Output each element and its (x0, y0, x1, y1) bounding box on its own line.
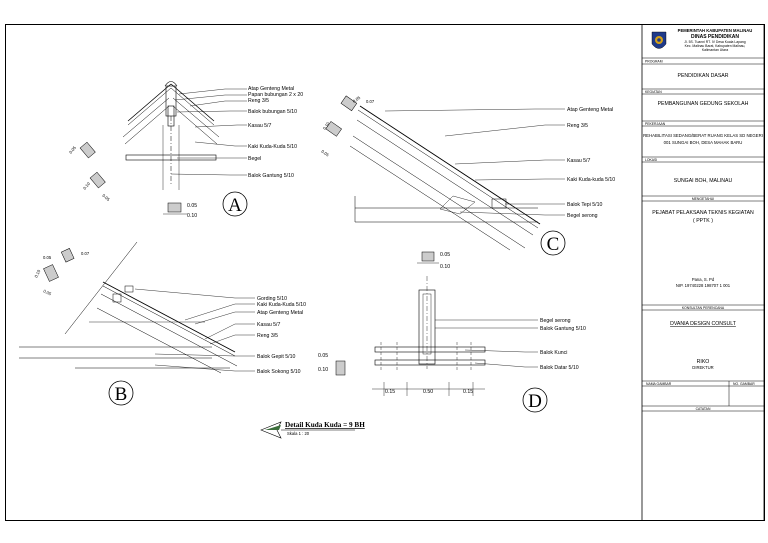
label-a-1: Papan bubungan 2 x 20 (248, 92, 303, 98)
c-sec-d: 0.05 (320, 149, 330, 158)
marker-a: A (228, 195, 242, 216)
lokasi-header: LOKASI (645, 158, 657, 162)
pejabat-line2: ( PPTK ) (693, 218, 713, 224)
pejabat-line1: PEJABAT PELAKSANA TEKNIS KEGIATAN (652, 210, 754, 216)
pejabat-name: Pana, S. Pd (692, 277, 715, 282)
a-sec-b: 0.10 (82, 181, 92, 191)
label-c-4: Balok Tepi 5/10 (567, 202, 602, 208)
a-dim1: 0.05 (187, 203, 197, 209)
konsultan-value: DVANIA DESIGN CONSULT (670, 321, 737, 327)
label-a-7: Balok Gantung 5/10 (248, 173, 294, 179)
address-line3: Kalimantan Utara (702, 48, 728, 52)
marker-c: C (547, 234, 560, 255)
detail-scale: Skala 1 : 20 (287, 431, 310, 436)
label-d-1: Balok Gantung 5/10 (540, 326, 586, 332)
sheet-border (5, 24, 765, 521)
label-a-5: Kaki Kuda-Kuda 5/10 (248, 144, 297, 150)
label-c-1: Reng 3/5 (567, 123, 588, 129)
d-dim-left: 0.15 (385, 389, 395, 395)
label-a-6: Begel (248, 156, 261, 162)
label-d-0: Begel serong (540, 318, 571, 324)
c-sec-b: 0.07 (366, 99, 375, 104)
a-sec-a: 0.05 (68, 145, 78, 155)
c-sec-a: 0.05 (352, 95, 362, 104)
b-sec-a: 0.05 (43, 255, 52, 260)
nama-gambar-header: NAMA GAMBAR (646, 382, 672, 386)
drawing-sheet: Atap Genteng Metal Papan bubungan 2 x 20… (5, 24, 765, 521)
b-sec-b: 0.07 (81, 251, 90, 256)
label-c-0: Atap Genteng Metal (567, 107, 613, 113)
c-sec-c: 0.10 (322, 120, 331, 130)
detail-c: Atap Genteng Metal Reng 3/5 Kasau 5/7 Ka… (320, 95, 615, 256)
kegiatan-header: KEGIATAN (645, 90, 662, 94)
b-dim1: 0.05 (318, 353, 328, 359)
detail-b: Gording 5/10 Kaki Kuda-Kuda 5/10 Atap Ge… (19, 241, 346, 406)
detail-a: Atap Genteng Metal Papan bubungan 2 x 20… (68, 81, 303, 219)
label-b-6: Balok Sokong 5/10 (257, 369, 301, 375)
d-dim2: 0.10 (440, 264, 450, 270)
d-dim1: 0.05 (440, 252, 450, 258)
no-gambar-header: NO. GAMBAR (733, 382, 755, 386)
a-dim2: 0.10 (187, 213, 197, 219)
mengetahui-header: MENGETAHUI (692, 197, 714, 201)
detail-title: Detail Kuda Kuda = 9 BH (285, 421, 365, 429)
label-b-1: Kaki Kuda-Kuda 5/10 (257, 302, 306, 308)
label-d-3: Balok Datar 5/10 (540, 365, 579, 371)
direktur-name: RIKO (697, 359, 710, 365)
label-a-2: Reng 3/5 (248, 98, 269, 104)
label-a-3: Balok bubungan 5/10 (248, 109, 297, 115)
label-c-5: Begel serong (567, 213, 598, 219)
program-header: PROGRAM (645, 60, 663, 64)
lokasi-value: SUNGAI BOH, MALINAU (674, 178, 733, 184)
b-sec-c: 0.10 (33, 268, 41, 278)
label-c-3: Kaki Kuda-kuda 5/10 (567, 177, 615, 183)
shield-logo-icon (651, 31, 667, 49)
label-a-4: Kasau 5/7 (248, 123, 271, 129)
agency-line2: DINAS PENDIDIKAN (691, 34, 739, 40)
drawing-canvas: Atap Genteng Metal Papan bubungan 2 x 20… (5, 24, 765, 521)
b-dim2: 0.10 (318, 367, 328, 373)
pekerjaan-line2: 001 SUNGAI BOH, DESA MAHAK BARU (664, 140, 743, 145)
label-a-0: Atap Genteng Metal (248, 86, 294, 92)
title-block: PEMERINTAH KABUPATEN MALINAU DINAS PENDI… (641, 24, 765, 521)
label-c-2: Kasau 5/7 (567, 158, 590, 164)
catatan-header: CATATAN (696, 407, 711, 411)
kegiatan-value: PEMBANGUNAN GEDUNG SEKOLAH (658, 101, 749, 107)
agency-line1: PEMERINTAH KABUPATEN MALINAU (678, 28, 753, 33)
label-d-2: Balok Kunci (540, 350, 567, 356)
pekerjaan-header: PEKERJAAN (645, 122, 666, 126)
label-b-3: Kasau 5/7 (257, 322, 280, 328)
konsultan-header: KONSULTAN PERENCANA (682, 306, 725, 310)
address-line2: Kec. Malinau Barat, Kabupaten Malinau, (685, 44, 746, 48)
label-b-4: Reng 3/5 (257, 333, 278, 339)
label-b-5: Balok Gepit 5/10 (257, 354, 295, 360)
marker-b: B (115, 384, 128, 405)
program-value: PENDIDIKAN DASAR (677, 73, 728, 79)
b-sec-d: 0.05 (43, 288, 53, 296)
pejabat-nip: NIP. 19740228 198707 1 001 (676, 283, 731, 288)
d-dim-mid: 0.50 (423, 389, 433, 395)
address-line1: Jl. 5S. Tuanni RT. IV Desa Kuala Lapang (684, 40, 745, 44)
d-dim-right: 0.15 (463, 389, 473, 395)
label-b-0: Gording 5/10 (257, 296, 287, 302)
detail-title-group: Detail Kuda Kuda = 9 BH Skala 1 : 20 (260, 421, 365, 439)
detail-d: 0.05 0.10 0.15 0.50 0.15 Begel serong Ba… (372, 251, 586, 413)
a-sec-c: 0.05 (101, 193, 111, 203)
direktur-title: DIREKTUR (692, 365, 713, 370)
marker-d: D (528, 391, 542, 412)
label-b-2: Atap Genteng Metal (257, 310, 303, 316)
pekerjaan-line1: REHABILITASI SEDANG/BERAT RUANG KELAS SD… (643, 133, 763, 138)
